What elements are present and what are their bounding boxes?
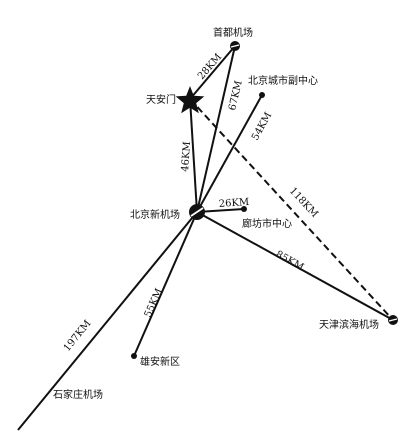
- distance-new-airport-to-tianjin: 85KM: [274, 249, 306, 273]
- route-new-airport-to-tiananmen: [189, 98, 198, 213]
- langfang-label: 廊坊市中心: [242, 217, 292, 230]
- xiongan-label: 雄安新区: [140, 355, 180, 368]
- route-new-airport-to-tianjin: [196, 211, 394, 321]
- route-new-airport-to-city-center: [196, 94, 263, 213]
- distance-new-airport-to-xiongan: 55KM: [143, 287, 165, 319]
- new-airport-label: 北京新机场: [130, 208, 180, 221]
- route-capital-to-tiananmen: [189, 45, 236, 100]
- city-center-dot: [259, 92, 265, 98]
- markers: [131, 41, 398, 359]
- new-airport-marker: [189, 204, 205, 220]
- tiananmen-star-icon: [175, 86, 205, 114]
- beijing-city-center-label: 北京城市副中心: [248, 74, 318, 87]
- shijiazhuang-airport-label: 石家庄机场: [53, 388, 103, 401]
- distance-capital-to-tiananmen: 28KM: [196, 52, 224, 82]
- tiananmen-label: 天安门: [146, 93, 176, 106]
- distance-new-airport-to-city-center: 54KM: [250, 111, 274, 143]
- tianjin-airport-marker: [388, 315, 398, 325]
- tianjin-airport-label: 天津滨海机场: [319, 318, 379, 331]
- route-new-airport-to-capital: [196, 45, 236, 213]
- route-tiananmen-to-tianjin: [189, 98, 394, 321]
- distance-new-airport-to-langfang: 26KM: [218, 197, 249, 210]
- distance-tiananmen-to-tianjin: 118KM: [287, 186, 320, 220]
- capital-airport-label: 首都机场: [213, 26, 253, 39]
- routes: [17, 45, 394, 431]
- route-new-airport-to-xiongan: [133, 211, 198, 357]
- distance-new-airport-to-tiananmen: 46KM: [180, 141, 193, 172]
- capital-airport-marker: [230, 41, 240, 51]
- route-new-airport-to-shijiazhuang: [17, 211, 198, 431]
- place-labels: 首都机场 天安门 北京城市副中心 北京新机场 廊坊市中心 天津滨海机场 雄安新区…: [53, 26, 379, 401]
- langfang-dot: [241, 206, 247, 212]
- distance-new-airport-to-shijiazhuang: 197KM: [62, 318, 94, 354]
- distance-new-airport-to-capital: 67KM: [227, 80, 245, 112]
- xiongan-dot: [131, 353, 137, 359]
